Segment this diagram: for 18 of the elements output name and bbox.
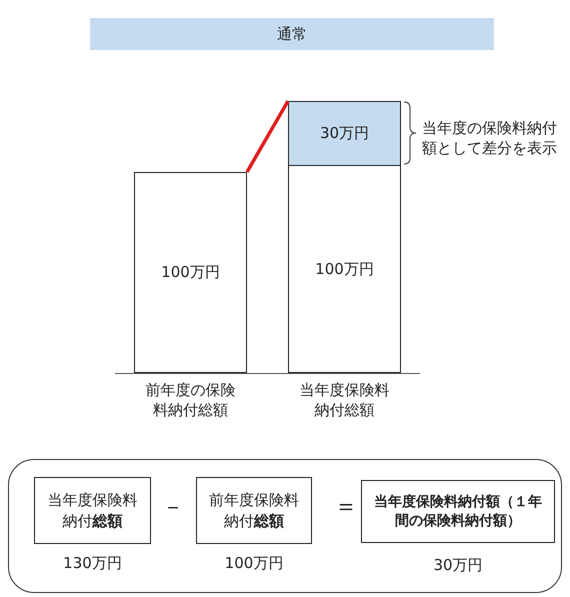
bar-segment [288, 101, 401, 166]
node-label: 130万円 [62, 553, 123, 574]
node-text: 30万円 [318, 123, 370, 144]
node-text: 前年度保険料納付総額 [208, 490, 300, 531]
node-text: 当年度保険料納付額（１年間の保険料納付額） [373, 492, 543, 530]
connector-line [245, 100, 290, 173]
formula-panel [8, 459, 562, 593]
title-banner: 通常 [90, 18, 494, 50]
node-text: 100万円 [160, 262, 221, 283]
operator-sign: ＝ [333, 491, 359, 522]
node-text: 当年度保険料納付総額 [46, 490, 138, 531]
node-text: 100万円 [314, 258, 375, 280]
operator-sign: － [161, 494, 185, 522]
annotation-text: 当年度の保険料納付額として差分を表示 [422, 118, 557, 158]
node-label: 30万円 [432, 555, 484, 576]
node-label: 前年度の保険料納付総額 [144, 380, 236, 420]
node-label: 100万円 [224, 553, 284, 574]
node-label: 当年度保険料納付総額 [298, 380, 390, 420]
